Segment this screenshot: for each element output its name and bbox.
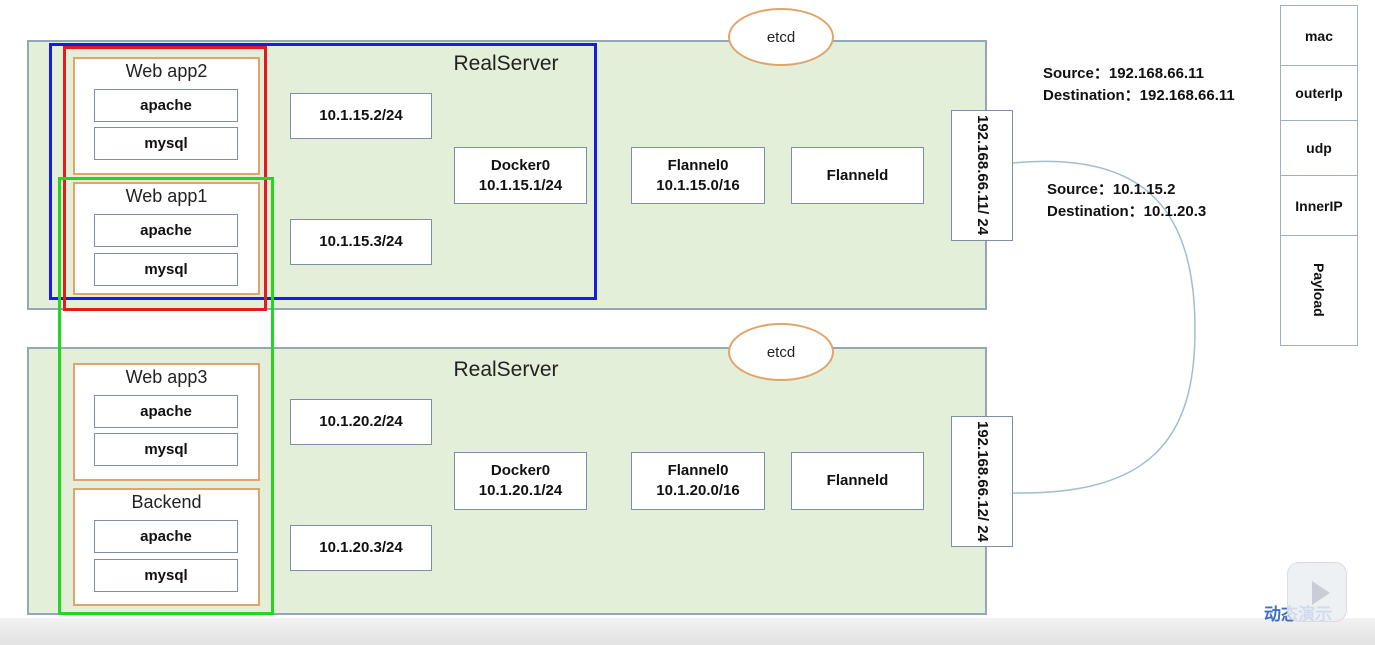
highlight-green-frame xyxy=(58,177,274,615)
docker0-ip: 10.1.20.1/24 xyxy=(478,482,563,499)
web-app1-apache: apache xyxy=(94,214,238,247)
host-ip-192-168-66-11: 192.168.66.11/ 24 xyxy=(951,110,1013,241)
container-ip-10-1-15-2: 10.1.15.2/24 xyxy=(290,93,432,139)
play-icon[interactable] xyxy=(1287,562,1347,622)
web-app3-mysql: mysql xyxy=(94,433,238,466)
etcd-1: etcd xyxy=(728,8,834,66)
flanneld-2: Flanneld xyxy=(791,452,924,510)
play-triangle-icon xyxy=(1312,581,1330,605)
packet-field-outerip: outerIp xyxy=(1281,66,1357,121)
web-app3-apache: apache xyxy=(94,395,238,428)
inner-source: Source：10.1.15.2 xyxy=(1047,181,1176,198)
web-app2-apache: apache xyxy=(94,89,238,122)
packet-field-payload: Payload xyxy=(1311,263,1327,317)
outer-source: Source：192.168.66.11 xyxy=(1043,65,1204,82)
stage-bottom-bar xyxy=(0,618,1375,645)
flannel0-2: Flannel0 10.1.20.0/16 xyxy=(631,452,765,510)
flannel0-name: Flannel0 xyxy=(667,462,729,479)
inner-destination: Destination：10.1.20.3 xyxy=(1047,203,1207,220)
web-app2-mysql: mysql xyxy=(94,127,238,160)
container-ip-10-1-20-3: 10.1.20.3/24 xyxy=(290,525,432,571)
docker0-name: Docker0 xyxy=(490,156,551,174)
web-app1-mysql: mysql xyxy=(94,253,238,286)
backend-mysql: mysql xyxy=(94,559,238,592)
host-ip-192-168-66-12: 192.168.66.12/ 24 xyxy=(951,416,1013,547)
real-server-2-title: RealServer xyxy=(453,358,559,381)
packet-field-mac: mac xyxy=(1281,6,1357,66)
flanneld-1: Flanneld xyxy=(791,147,924,204)
packet-structure: mac outerIp udp InnerIP Payload xyxy=(1280,5,1358,346)
etcd-2: etcd xyxy=(728,323,834,381)
web-app1-title: Web app1 xyxy=(125,186,208,206)
packet-field-innerip: InnerIP xyxy=(1281,176,1357,236)
container-ip-10-1-15-3: 10.1.15.3/24 xyxy=(290,219,432,265)
real-server-1-title: RealServer xyxy=(453,52,559,75)
web-app2-title: Web app2 xyxy=(125,61,208,81)
container-ip-10-1-20-2: 10.1.20.2/24 xyxy=(290,399,432,445)
web-app3-title: Web app3 xyxy=(125,367,208,387)
docker0-bridge-2: Docker0 10.1.20.1/24 xyxy=(454,452,587,510)
flannel0-ip: 10.1.15.0/16 xyxy=(656,176,740,194)
docker0-ip: 10.1.15.1/24 xyxy=(478,176,563,194)
backend-title: Backend xyxy=(131,492,202,512)
packet-field-udp: udp xyxy=(1281,121,1357,176)
outer-header-info: Source：192.168.66.11 Destination：192.168… xyxy=(1043,63,1235,107)
flannel0-1: Flannel0 10.1.15.0/16 xyxy=(631,147,765,204)
outer-destination: Destination：192.168.66.11 xyxy=(1043,87,1235,104)
docker0-name: Docker0 xyxy=(490,462,551,479)
highlight-blue-frame xyxy=(49,43,597,300)
flannel0-ip: 10.1.20.0/16 xyxy=(656,482,740,499)
backend-apache: apache xyxy=(94,520,238,553)
flannel0-name: Flannel0 xyxy=(667,156,729,174)
docker0-bridge-1: Docker0 10.1.15.1/24 xyxy=(454,147,587,204)
inner-header-info: Source：10.1.15.2 Destination：10.1.20.3 xyxy=(1047,179,1206,223)
